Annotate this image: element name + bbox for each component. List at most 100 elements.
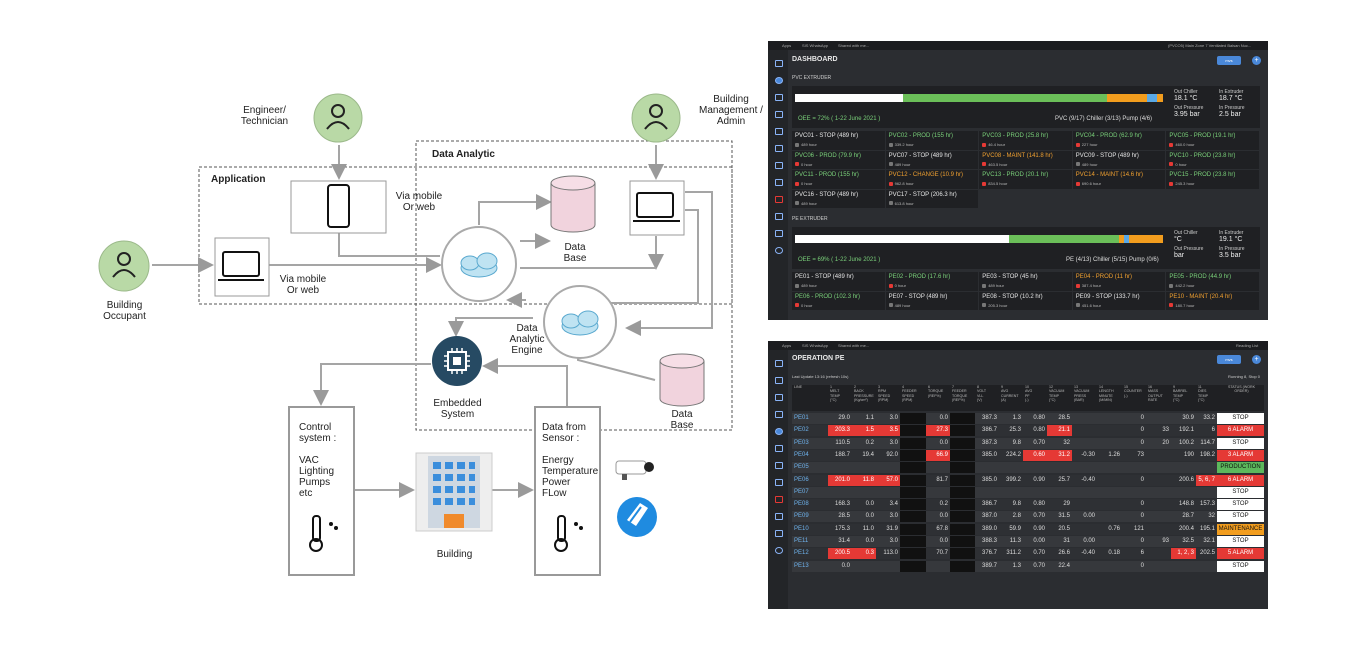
status-badge[interactable]: STOP (1217, 560, 1264, 572)
line-link[interactable]: PE01 (794, 415, 809, 421)
desktop-icon[interactable] (775, 462, 783, 469)
chart-icon[interactable] (775, 230, 783, 237)
line-link[interactable]: PE12 (794, 550, 809, 557)
home-icon[interactable] (775, 428, 783, 435)
column-header[interactable]: 2 BACK PRESSURE (Kg/cm²) (854, 385, 874, 402)
pvc-machine-cell[interactable]: PVC05 - PROD (19.1 hr)460.0 hour (1166, 131, 1259, 150)
display-icon[interactable] (775, 445, 783, 452)
status-badge[interactable]: STOP (1217, 437, 1264, 449)
tab-apps[interactable]: Apps (782, 43, 792, 48)
column-header[interactable]: LINE (794, 385, 802, 389)
column-header[interactable]: 6 TORQUE (REF%) (928, 385, 944, 398)
column-header[interactable]: 1 MELT TEMP (°C) (830, 385, 840, 402)
menu-icon[interactable] (775, 60, 783, 67)
table-row[interactable]: PE07 STOP (792, 486, 1264, 498)
screen-icon[interactable] (775, 145, 783, 152)
status-badge[interactable]: STOP (1217, 511, 1264, 523)
pvc-machine-cell[interactable]: PVC11 - PROD (155 hr)0 hour (792, 170, 885, 189)
list-icon[interactable] (775, 530, 783, 537)
pe-machine-cell[interactable]: PE08 - STOP (10.2 hr)205.3 hour (979, 291, 1072, 310)
report-icon[interactable] (775, 213, 783, 220)
column-header[interactable]: 4 FEEDER SPEED (RPM) (902, 385, 917, 402)
pvc-machine-cell[interactable]: PVC14 - MAINT (14.6 hr)690.6 hour (1072, 170, 1166, 189)
line-link[interactable]: PE03 (794, 439, 809, 446)
column-header[interactable]: STATUS (WORK ORDER) (1227, 385, 1256, 394)
desktop-icon[interactable] (775, 162, 783, 169)
home-icon[interactable] (775, 77, 783, 84)
add-icon[interactable]: + (1252, 56, 1261, 65)
status-badge[interactable]: STOP (1217, 499, 1264, 511)
tab-shared-2[interactable]: Shared with me... (838, 343, 870, 348)
column-header[interactable]: 8 VOLT VLL (V) (977, 385, 987, 402)
chart-icon[interactable] (775, 513, 783, 520)
mvs-dropdown[interactable]: mvs (1217, 56, 1241, 65)
line-link[interactable]: PE04 (794, 451, 809, 458)
pe-machine-cell[interactable]: PE07 - STOP (489 hr)489 hour (885, 291, 979, 310)
alarm-icon[interactable] (775, 196, 783, 203)
pvc-machine-cell[interactable]: PVC10 - PROD (23.8 hr)0 hour (1166, 150, 1259, 169)
column-header[interactable]: 7 FEEDER TORQUE (REF%) (952, 385, 968, 402)
pe-machine-cell[interactable]: PE05 - PROD (44.9 hr)442.2 hour (1166, 272, 1259, 291)
wrench-icon[interactable] (775, 479, 783, 486)
status-badge[interactable]: 6 ALARM (1217, 425, 1264, 437)
status-badge[interactable]: STOP (1217, 413, 1264, 424)
status-badge[interactable]: 3 ALARM (1217, 449, 1264, 461)
column-header[interactable]: 14 LENGTH MINUTE (M/MIN) (1099, 385, 1114, 402)
pvc-machine-cell[interactable]: PVC02 - PROD (155 hr)339.2 hour (885, 131, 979, 150)
status-badge[interactable]: STOP (1217, 486, 1264, 498)
status-badge[interactable]: 5 ALARM (1217, 548, 1264, 560)
pe-machine-cell[interactable]: PE06 - PROD (102.3 hr)0 hour (792, 291, 885, 310)
pe-machine-cell[interactable]: PE02 - PROD (17.6 hr)0 hour (885, 272, 979, 291)
pvc-machine-cell[interactable]: PVC12 - CHANGE (10.9 hr)962.8 hour (885, 170, 979, 189)
pvc-machine-cell[interactable]: PVC03 - PROD (25.8 hr)46.4 hour (979, 131, 1072, 150)
display-icon[interactable] (775, 128, 783, 135)
mvs-dropdown-2[interactable]: mvs (1217, 355, 1241, 364)
line-link[interactable]: PE13 (794, 562, 809, 569)
wrench-icon[interactable] (775, 179, 783, 186)
grid-icon[interactable] (775, 94, 783, 101)
alarm-icon[interactable] (775, 496, 783, 503)
pe-machine-cell[interactable]: PE03 - STOP (45 hr)489 hour (979, 272, 1072, 291)
pvc-machine-cell[interactable]: PVC09 - STOP (489 hr)489 hour (1072, 150, 1166, 169)
pe-machine-cell[interactable]: PE01 - STOP (489 hr)489 hour (792, 272, 885, 291)
pe-machine-cell[interactable]: PE10 - MAINT (20.4 hr)180.7 hour (1166, 291, 1259, 310)
tab-shared[interactable]: Shared with me... (838, 43, 870, 48)
monitor-icon[interactable] (775, 111, 783, 118)
line-link[interactable]: PE05 (794, 464, 809, 471)
menu-icon[interactable] (775, 360, 783, 367)
add-icon-2[interactable]: + (1252, 355, 1261, 364)
tab-active[interactable]: (PVCO5) Main Zone 7 Ventilated Balsan Nu… (1168, 43, 1252, 48)
status-badge[interactable]: STOP (1217, 536, 1264, 547)
pvc-machine-cell[interactable]: PVC08 - MAINT (141.8 hr)463.5 hour (979, 150, 1072, 169)
line-link[interactable]: PE02 (794, 427, 809, 434)
monitor-icon[interactable] (775, 411, 783, 418)
settings-icon[interactable] (775, 247, 783, 254)
report-icon[interactable] (775, 394, 783, 401)
status-badge[interactable]: MAINTENANCE (1217, 523, 1264, 535)
status-badge[interactable]: 6 ALARM (1217, 474, 1264, 486)
pvc-machine-cell[interactable]: PVC04 - PROD (62.9 hr)227 hour (1072, 131, 1166, 150)
line-link[interactable]: PE06 (794, 476, 809, 483)
column-header[interactable]: 10 AVG PF (-) (1025, 385, 1033, 402)
settings-icon[interactable] (775, 547, 783, 554)
pe-machine-cell[interactable]: PE04 - PROD (11 hr)387.4 hour (1072, 272, 1166, 291)
pvc-machine-cell[interactable]: PVC07 - STOP (489 hr)489 hour (885, 150, 979, 169)
line-link[interactable]: PE07 (794, 488, 809, 495)
column-header[interactable]: 15 COUNTER (-) (1124, 385, 1142, 398)
pvc-machine-cell[interactable]: PVC06 - PROD (79.9 hr)0 hour (792, 150, 885, 169)
reading-list[interactable]: Reading List (1236, 343, 1259, 348)
column-header[interactable]: 16 MASS OUTPUT RATE (1148, 385, 1163, 402)
pvc-machine-cell[interactable]: PVC15 - PROD (23.8 hr)245.3 hour (1166, 170, 1259, 189)
line-link[interactable]: PE09 (794, 513, 809, 520)
column-header[interactable]: 13 VACUUM PRESS (BAR) (1074, 385, 1090, 402)
